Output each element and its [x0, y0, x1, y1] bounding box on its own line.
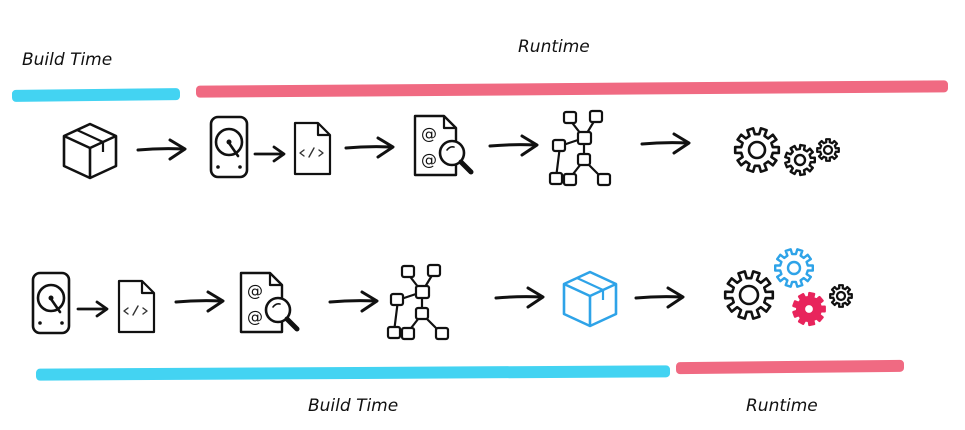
top-arrow-5-icon: [640, 132, 691, 155]
bottom-arrow-1-icon: [76, 300, 109, 318]
top-package-icon: [62, 122, 118, 180]
bottom-gear-pink-icon: [792, 291, 826, 327]
top-arrow-1-icon: [136, 138, 187, 161]
top-arrow-4-icon: [488, 134, 539, 157]
top-gears-icon: [733, 127, 840, 177]
top-gear-medium-icon: [784, 143, 816, 177]
top-arrow-2-icon: [253, 145, 286, 163]
bottom-runtime-label: Runtime: [746, 396, 818, 416]
top-runtime-label: Runtime: [518, 37, 590, 57]
bottom-gears-icon: [723, 248, 853, 327]
bottom-arrow-4-icon: [494, 286, 545, 309]
bottom-arrow-5-icon: [634, 286, 685, 309]
bottom-tree-graph-icon: [386, 263, 450, 341]
bottom-file-inspect-icon: [241, 273, 297, 332]
bottom-arrow-3-icon: [328, 290, 379, 313]
bottom-code-file-icon: [117, 279, 156, 334]
bottom-gear-small-icon: [829, 284, 853, 308]
bottom-gear-large-icon: [723, 270, 775, 320]
bottom-build-time-label: Build Time: [308, 396, 399, 416]
top-hard-drive-icon: [209, 115, 249, 179]
top-file-inspect-icon: [415, 116, 471, 175]
bottom-arrow-2-icon: [174, 290, 225, 313]
bottom-hard-drive-icon: [31, 271, 71, 335]
top-build-time-label: Build Time: [22, 50, 113, 70]
top-arrow-3-icon: [344, 136, 395, 159]
top-tree-graph-icon: [548, 109, 612, 187]
top-gear-large-icon: [733, 127, 781, 173]
bottom-package-icon: [562, 270, 618, 328]
top-gear-small-icon: [816, 138, 840, 162]
top-code-file-icon: [293, 121, 332, 176]
bottom-gear-blue-icon: [774, 248, 814, 288]
